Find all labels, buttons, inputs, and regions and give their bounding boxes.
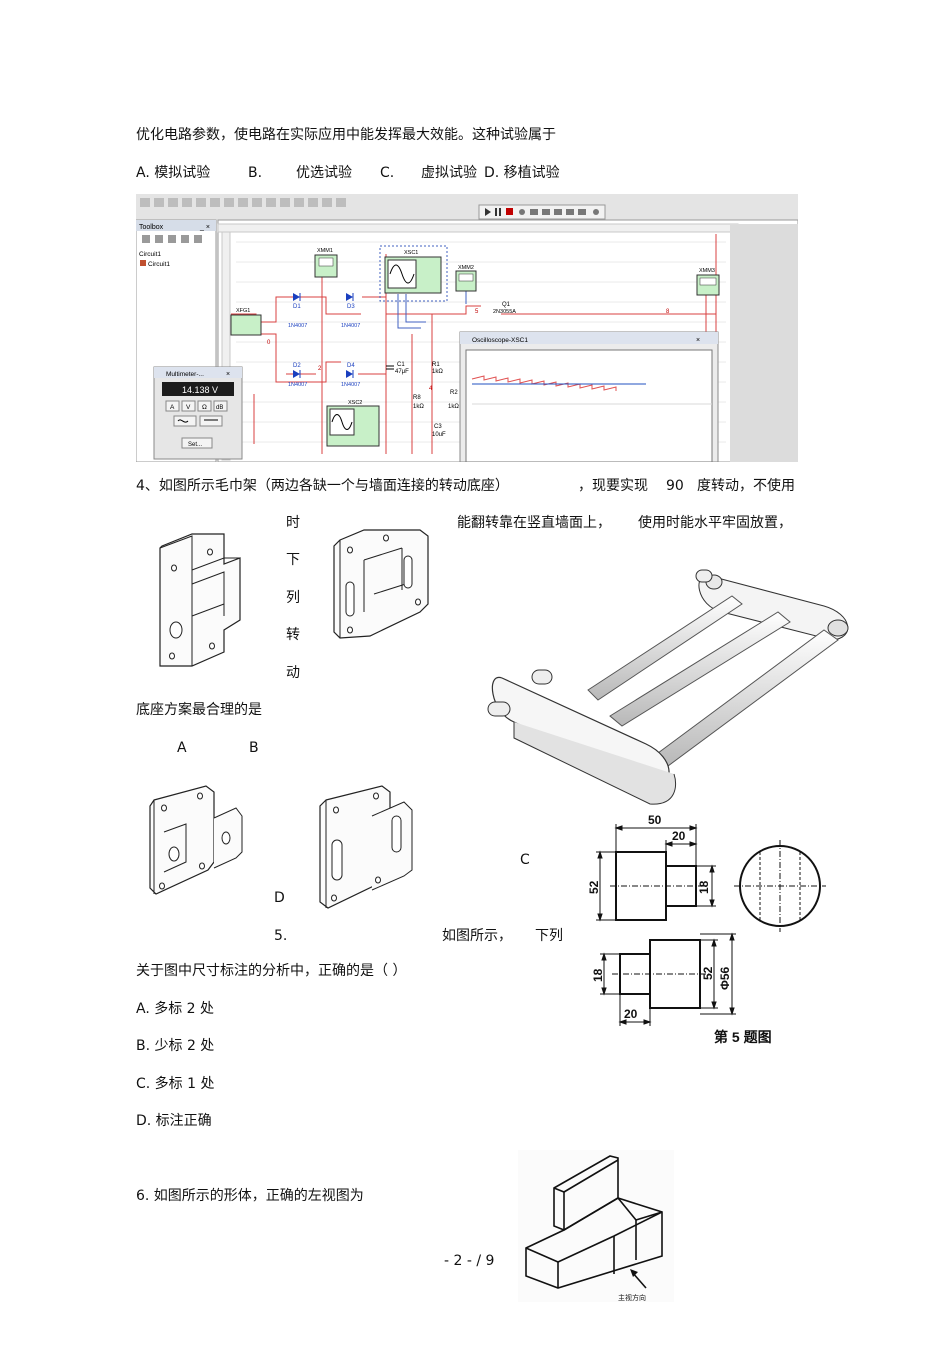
dim-50: 50 (648, 813, 662, 827)
multimeter-window: Multimeter-... × 14.138 V A V Ω dB Set..… (153, 366, 243, 460)
q5-text-a: 如图所示， (442, 928, 512, 944)
d1-label: D1 (293, 304, 301, 310)
dim-52-right: 52 (701, 966, 715, 980)
dim-phi56: Φ56 (718, 966, 732, 990)
circuit-simulation-screenshot: Toolbox _ × Circuit1 Circuit1 (136, 194, 798, 462)
d3-label: D3 (347, 304, 355, 310)
q5-option-d: D. 标注正确 (136, 1113, 212, 1129)
oscilloscope-window: Oscilloscope-XSC1 × (459, 331, 719, 462)
svg-text:Set...: Set... (188, 442, 202, 448)
svg-text:1kΩ: 1kΩ (448, 404, 459, 410)
q4-label-d: D (274, 890, 285, 906)
svg-text:0: 0 (267, 340, 271, 346)
svg-text:V: V (186, 404, 191, 411)
q4-label-c: C (520, 852, 530, 868)
svg-text:R1: R1 (432, 362, 440, 368)
q5-stem: 关于图中尺寸标注的分析中，正确的是（ ） (136, 963, 407, 979)
d2-label: D2 (293, 363, 301, 369)
svg-text:1N4007: 1N4007 (288, 323, 307, 329)
q6-stem: 6. 如图所示的形体，正确的左视图为 (136, 1188, 364, 1204)
q3-option-b-text: 优选试验 (296, 165, 352, 181)
svg-text:1N4007: 1N4007 (288, 382, 307, 388)
page-number: - 2 - / 9 (444, 1253, 495, 1269)
xmm3-label: XMM3 (699, 268, 715, 274)
svg-text:Multimeter-...: Multimeter-... (166, 371, 204, 378)
q4-line2-b: 使用时能水平牢固放置， (638, 515, 792, 531)
svg-text:A: A (170, 404, 175, 411)
figure-5-caption: 第 5 题图 (714, 1029, 772, 1045)
svg-text:_ ×: _ × (199, 224, 210, 231)
q3-option-c-text: 虚拟试验 (421, 165, 477, 181)
svg-text:1kΩ: 1kΩ (432, 369, 443, 375)
dim-18-right: 18 (697, 880, 711, 894)
q4-line1-c: 90 (666, 478, 684, 494)
q4-vertical-2: 列 (286, 590, 300, 606)
svg-text:C3: C3 (434, 424, 442, 430)
bracket-option-d-figure (319, 785, 413, 909)
q6-isometric-figure: 主视方向 (518, 1150, 674, 1302)
q4-line3: 底座方案最合理的是 (136, 702, 262, 718)
q4-shi: 时 (286, 515, 300, 531)
dim-20-top: 20 (672, 829, 686, 843)
svg-text:8: 8 (666, 309, 670, 315)
q4-vertical-4: 动 (286, 665, 300, 681)
q4-line1-a: 4、如图所示毛巾架（两边各缺一个与墙面连接的转动底座） (136, 478, 509, 494)
q4-label-a: A (177, 740, 187, 756)
q3-option-b: B. (248, 165, 263, 181)
q4-label-b: B (249, 740, 259, 756)
svg-text:Oscilloscope-XSC1: Oscilloscope-XSC1 (472, 337, 528, 344)
dim-18-left: 18 (591, 968, 605, 982)
svg-text:2N3055A: 2N3055A (493, 309, 516, 315)
svg-text:1kΩ: 1kΩ (413, 404, 424, 410)
svg-text:R2: R2 (450, 390, 458, 396)
svg-text:10uF: 10uF (432, 432, 446, 438)
q1-label: Q1 (502, 302, 511, 308)
svg-text:4: 4 (429, 386, 433, 392)
svg-text:2: 2 (318, 366, 322, 372)
dim-20-bottom: 20 (624, 1007, 638, 1021)
svg-text:×: × (696, 337, 700, 344)
svg-text:R8: R8 (413, 395, 421, 401)
q5-dimension-drawing: 50 20 52 18 18 52 Φ56 20 第 5 题图 (587, 813, 826, 1045)
tree-root: Circuit1 (139, 251, 161, 258)
svg-text:dB: dB (216, 405, 223, 411)
q4-line1-d: 度转动，不使用 (697, 478, 795, 494)
svg-text:1N4007: 1N4007 (341, 382, 360, 388)
xsc2-label: XSC2 (348, 400, 362, 406)
svg-text:47μF: 47μF (395, 369, 409, 375)
bracket-option-a-figure (159, 533, 241, 667)
multimeter-reading: 14.138 V (182, 385, 218, 395)
q5-option-b: B. 少标 2 处 (136, 1038, 215, 1054)
q5-number: 5. (274, 928, 288, 944)
toolbox-title: Toolbox (139, 224, 164, 231)
q4-line2: 能翻转靠在竖直墙面上， (457, 515, 611, 531)
xmm2-label: XMM2 (458, 265, 474, 271)
xfg1-label: XFG1 (236, 308, 250, 314)
svg-text:C1: C1 (397, 362, 405, 368)
d4-label: D4 (347, 363, 355, 369)
dim-52-left: 52 (587, 880, 601, 894)
q5-option-a: A. 多标 2 处 (136, 1001, 215, 1017)
xsc1-label: XSC1 (404, 250, 418, 256)
q5-option-c: C. 多标 1 处 (136, 1076, 215, 1092)
towel-rack-figure (487, 569, 849, 805)
tree-child: Circuit1 (148, 261, 170, 268)
svg-text:5: 5 (475, 309, 479, 315)
q5-text-b: 下列 (535, 928, 563, 944)
svg-text:×: × (226, 371, 230, 378)
svg-text:Ω: Ω (202, 404, 207, 411)
q3-option-a: A. 模拟试验 (136, 165, 211, 181)
q3-option-c: C. (380, 165, 395, 181)
bracket-option-b-figure (333, 529, 429, 639)
bracket-option-c-figure (149, 785, 243, 895)
main-view-direction-label: 主视方向 (618, 1293, 646, 1302)
xmm1-label: XMM1 (317, 248, 333, 254)
q4-line1-b: ，现要实现 (578, 478, 648, 494)
q4-vertical-1: 下 (286, 552, 300, 568)
q4-vertical-3: 转 (286, 627, 300, 643)
svg-text:1N4007: 1N4007 (341, 323, 360, 329)
q3-stem: 优化电路参数，使电路在实际应用中能发挥最大效能。这种试验属于 (136, 127, 556, 143)
q3-option-d: D. 移植试验 (484, 165, 560, 181)
